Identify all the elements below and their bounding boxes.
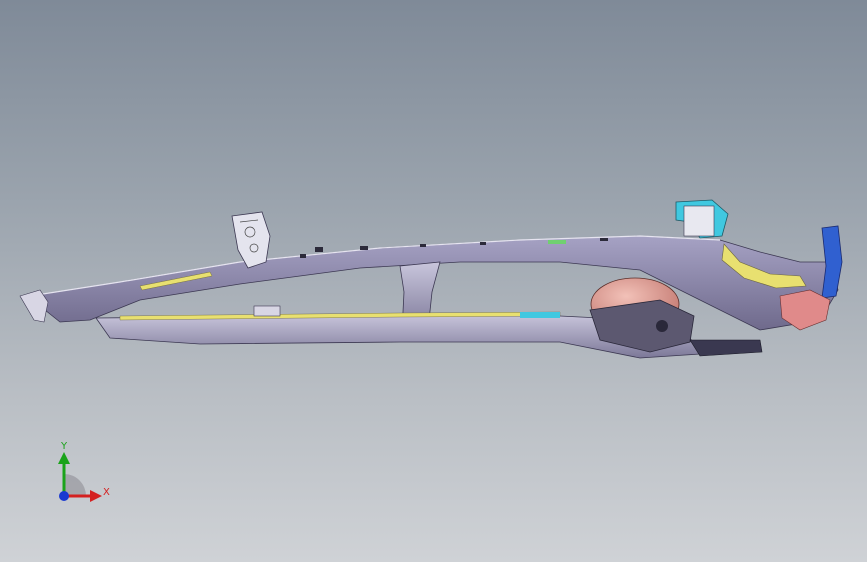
pink-housing-right[interactable] [779, 289, 831, 331]
yellow-duct-right[interactable] [721, 243, 807, 289]
lower-rail-bracket[interactable] [253, 305, 281, 317]
white-bracket-top[interactable] [683, 205, 715, 237]
green-clip[interactable] [548, 240, 566, 244]
x-axis-label: X [103, 487, 110, 498]
x-axis-arrow [90, 490, 102, 502]
coordinate-triad[interactable]: Y X [52, 440, 122, 510]
y-axis-arrow [58, 452, 70, 464]
yellow-strip-left[interactable] [139, 271, 213, 291]
triad-quarter-disc [64, 474, 86, 496]
left-bracket[interactable] [231, 211, 271, 269]
steering-column-mount[interactable] [589, 299, 695, 353]
bottom-bracket[interactable] [689, 339, 763, 357]
z-axis-dot [59, 491, 69, 501]
cyan-clip-lower[interactable] [520, 312, 560, 318]
y-axis-label: Y [61, 441, 68, 452]
right-end-bracket[interactable] [821, 225, 843, 299]
upper-panel-edge [29, 235, 721, 297]
left-end-tip[interactable] [19, 289, 49, 323]
top-fastener-details [300, 238, 608, 258]
triad-graphic [58, 452, 102, 502]
column-hole [656, 320, 668, 332]
left-bracket-holes [239, 219, 259, 253]
